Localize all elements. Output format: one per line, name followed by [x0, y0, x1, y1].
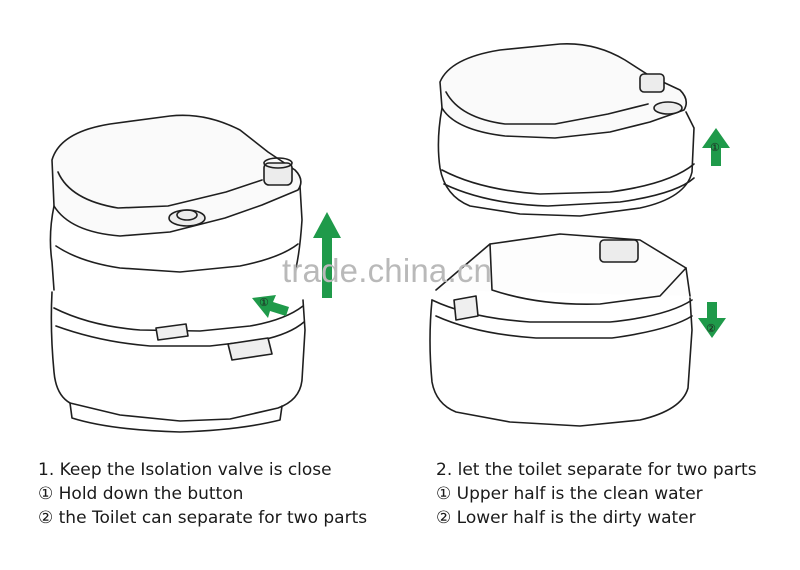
assembled-toilet-drawing [49, 114, 306, 433]
left-caption-line-1: ① Hold down the button [38, 484, 244, 504]
upper-up-arrow [702, 128, 730, 166]
right-caption-line-2: ② Lower half is the dirty water [436, 508, 696, 528]
left-caption: 1. Keep the Isolation valve is close ① H… [38, 458, 367, 530]
right-caption: 2. let the toilet separate for two parts… [436, 458, 757, 530]
left-caption-line-2: ② the Toilet can separate for two parts [38, 508, 368, 528]
badge-upper-half: ① [710, 141, 720, 154]
lower-down-arrow [698, 302, 726, 338]
lift-up-arrow [313, 212, 341, 298]
left-caption-title: 1. Keep the Isolation valve is close [38, 460, 332, 480]
upper-half-drawing [437, 43, 695, 217]
watermark-text: trade.china.cn [282, 252, 493, 289]
right-caption-title: 2. let the toilet separate for two parts [436, 460, 757, 480]
press-button-arrow [252, 295, 289, 318]
right-caption-line-1: ① Upper half is the clean water [436, 484, 703, 504]
badge-step-1: ① [259, 296, 269, 309]
lower-half-drawing [429, 233, 693, 427]
badge-lower-half: ② [706, 322, 716, 335]
